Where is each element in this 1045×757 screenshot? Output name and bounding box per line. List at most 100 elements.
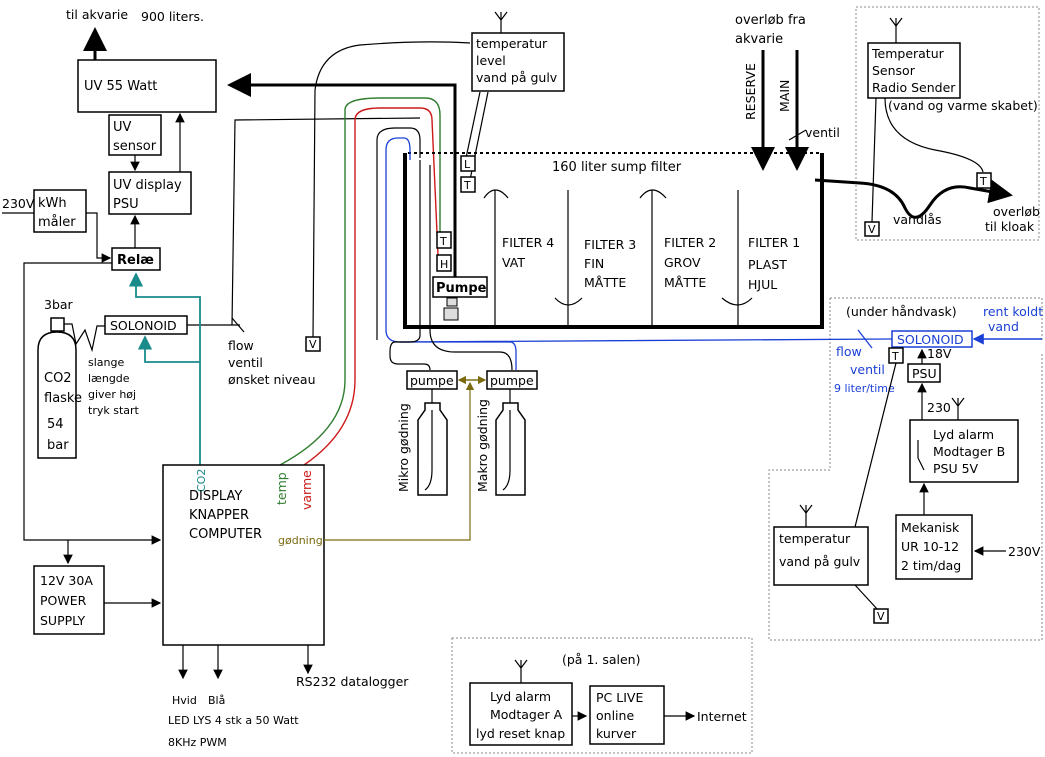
uv-display-label-1: UV display [113,178,182,193]
salen-label: (på 1. salen) [562,652,640,667]
liters-label: 900 liters. [141,9,204,24]
marker-H-label: H [440,258,448,271]
alarm-b-box [909,419,1019,483]
pump-filter-intake [443,307,459,321]
display-label-1: DISPLAY [189,489,242,504]
co2-solonoid-control-line [137,335,200,363]
filter1-label-3: HJUL [748,277,777,292]
flow-arc-2 [639,189,667,199]
co2-label-2: flaske [44,391,82,406]
reserve-label: RESERVE [743,63,758,120]
flow-arc-4 [483,189,509,199]
uv-55-label: UV 55 Watt [84,79,157,94]
slange-label-1: slange [88,356,124,369]
filter4-label-2: VAT [502,255,525,270]
bla-label: Blå [208,694,225,707]
liter-time-label: 9 liter/time [834,382,895,395]
mek-label-2: UR 10-12 [901,539,959,554]
bar3-label: 3bar [44,297,74,312]
main-pump-box [432,276,488,298]
rent-label-1: rent koldt [983,304,1043,319]
psu-small-box [907,363,941,383]
display-label-3: COMPUTER [189,527,262,542]
antenna-temp-floor-top [799,504,813,514]
sensor-label-1: Temperatur [871,46,945,61]
psu12-label-3: SUPPLY [40,613,85,628]
flow-label-2: ventil [228,355,263,370]
led-label-1: LED LYS 4 stk a 50 Watt [168,714,299,727]
cold-water-to-sump-line [385,137,893,343]
marker-T [460,176,476,193]
co2-to-sump-line [231,117,421,326]
pump-to-uv-line [227,73,457,287]
co2-tag: CO2 [195,469,208,492]
mikro-label: Mikro gødning [396,403,411,492]
overlob-kloak-label-1: overløb [993,204,1040,219]
sensor-label-2: Sensor [872,63,916,78]
temp-tag: temp [274,472,289,505]
mek-label-3: 2 tim/dag [901,558,961,573]
L-sensor-line [465,91,481,159]
kwh-box [33,189,87,233]
relae-label: Relæ [117,253,154,268]
flow-arc-3 [554,297,583,306]
marker-L-label: L [464,158,471,171]
solonoid-left-label: SOLONOID [110,318,177,333]
main-label: MAIN [777,80,792,112]
pumpe-1-label: pumpe [410,373,454,388]
display-label-2: KNAPPER [189,508,249,523]
uv-55-box [77,59,217,113]
temp-floor-label-2: vand på gulv [779,554,861,569]
filter3-label-3: MÅTTE [584,275,626,290]
v230-left-label: 230V [2,196,35,211]
temp-box-line-left [314,41,471,91]
pumpe-2-label: pumpe [490,373,534,388]
flow-valve-right-mark [857,329,873,349]
co2-bottle [37,331,77,459]
slange-label-2: længde [88,372,130,385]
sensor-to-T-line [884,97,984,173]
pumpe-2-box [486,370,538,390]
antenna-alarm-a-top [514,659,528,669]
marker-H [436,254,452,272]
sump-tank [403,153,824,329]
temp-floor-box [773,526,869,586]
overlob-label-2: akvarie [735,32,783,47]
temp-box-label-1: temperatur [476,36,548,51]
mek-label-1: Mekanisk [901,520,960,535]
godning-tag: gødning [278,534,323,547]
alarm-b-label-3: PSU 5V [933,461,979,476]
handvask-frame [768,298,1043,641]
makro-label: Makro gødning [475,399,490,492]
sensor-to-V-line [871,97,877,223]
flow-right-label-2: ventil [850,362,885,377]
v-left-label: V [309,338,317,351]
marker-T-handvask-label: T [891,350,899,363]
pc-label-1: PC LIVE [596,690,643,705]
mikro-line [389,160,431,371]
varme-tag: varme [299,470,314,510]
T-to-temp-floor-line [854,362,897,528]
v230-mid-label: 230 [927,400,951,415]
co2-control-line [128,272,201,465]
co2-label-1: CO2 [44,371,72,386]
pc-label-2: online [596,708,634,723]
pump-line-left [376,127,421,340]
rent-label-2: vand [988,319,1019,334]
flow-arc-1 [721,297,753,306]
pump-intake [446,297,458,307]
v18-label: 18V [927,346,952,361]
co2-valve [50,317,65,332]
sensor-label-3: Radio Sender [872,80,956,95]
temp-level-box [471,32,565,92]
psu12-label-1: 12V 30A [40,573,93,588]
mek-ur-box [895,514,973,580]
alarm-a-label-3: lyd reset knap [476,726,565,741]
temp-floor-label-1: temperatur [779,531,851,546]
power-line-to-computer [23,262,162,545]
kwh-label-1: kWh [38,196,67,211]
radio-sensor-box [867,42,961,99]
marker-T-kloak [976,172,992,189]
marker-T2-label: T [439,235,447,248]
vandlas-label: vandlås [893,212,942,227]
